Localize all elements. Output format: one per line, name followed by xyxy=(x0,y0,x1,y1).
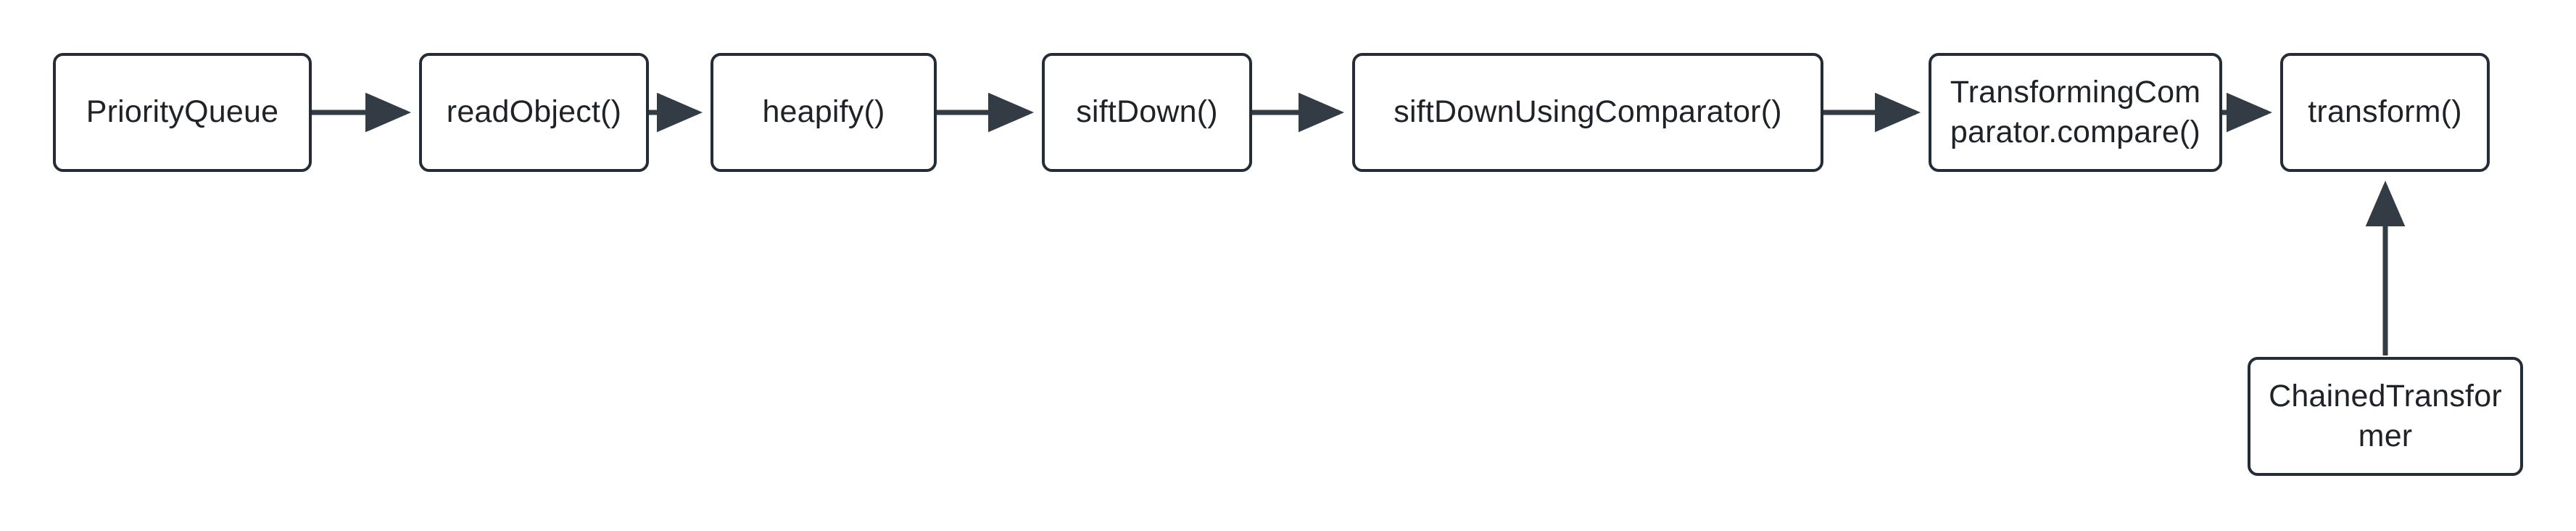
node-heapify[interactable]: heapify() xyxy=(711,53,937,172)
node-label: siftDown() xyxy=(1076,94,1218,130)
node-label: PriorityQueue xyxy=(86,94,279,130)
node-label: siftDownUsingComparator() xyxy=(1393,94,1782,130)
node-chained-transformer[interactable]: ChainedTransfor mer xyxy=(2248,357,2523,476)
node-label: transform() xyxy=(2308,94,2462,130)
node-label: heapify() xyxy=(762,94,885,130)
node-label: TransformingCom parator.compare() xyxy=(1950,74,2201,149)
node-transforming-comparator-compare[interactable]: TransformingCom parator.compare() xyxy=(1929,53,2222,172)
node-sift-down-using-comparator[interactable]: siftDownUsingComparator() xyxy=(1352,53,1823,172)
node-label: readObject() xyxy=(446,94,622,130)
node-transform[interactable]: transform() xyxy=(2280,53,2490,172)
node-read-object[interactable]: readObject() xyxy=(419,53,649,172)
node-priority-queue[interactable]: PriorityQueue xyxy=(53,53,312,172)
node-sift-down[interactable]: siftDown() xyxy=(1042,53,1252,172)
node-label: ChainedTransfor mer xyxy=(2269,378,2502,453)
